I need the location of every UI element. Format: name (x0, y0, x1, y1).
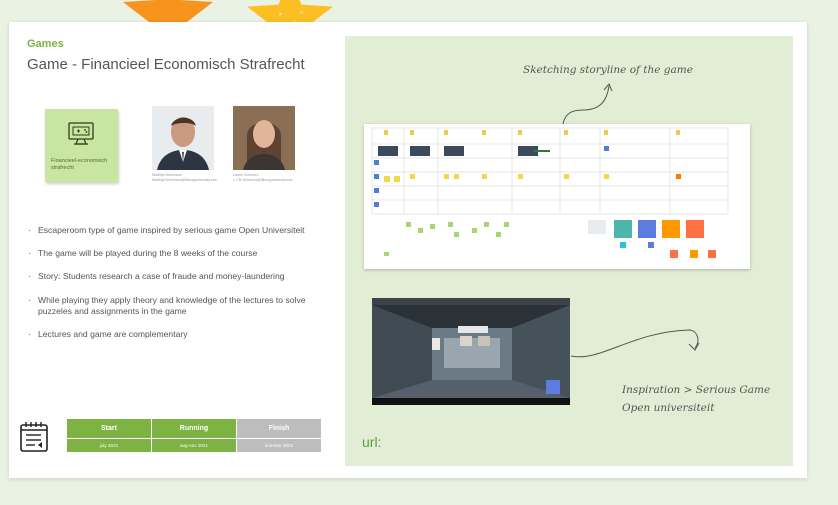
list-item: Escaperoom type of game inspired by seri… (27, 224, 327, 237)
inspiration-line-1: Inspiration > Serious Game (622, 384, 771, 396)
timeline-phase-finish: Finish (237, 419, 321, 438)
timeline-date-running: aug-nov 2021 (152, 439, 236, 452)
section-label: Games (27, 38, 64, 50)
list-item: Lectures and game are complementary (27, 328, 327, 341)
person-caption: Laurie Schreurs L.J.M.Schreurs@tilburgun… (233, 173, 303, 182)
person-photo (233, 106, 295, 170)
sticky-note: Financieel-economisch strafrecht (45, 109, 118, 182)
timeline-phase-running: Running (152, 419, 236, 438)
person-email: L.J.M.Schreurs@tilburguniversity.edu (233, 177, 293, 182)
list-item: While playing they apply theory and know… (27, 294, 327, 317)
star-icon (123, 0, 213, 40)
list-item: The game will be played during the 8 wee… (27, 247, 327, 260)
computer-game-icon (68, 122, 94, 145)
list-item: Story: Students research a case of fraud… (27, 270, 327, 283)
game-screenshot-image[interactable] (372, 298, 570, 405)
bullet-list: Escaperoom type of game inspired by seri… (27, 224, 327, 352)
storyline-board-image (364, 124, 750, 269)
person-name: Matthijs Nelemans (152, 173, 182, 177)
slide: Games Game - Financieel Economisch Straf… (9, 22, 807, 478)
timeline-phase-start: Start (67, 419, 151, 438)
inspiration-annotation: Inspiration > Serious Game Open universi… (622, 382, 770, 418)
arrow-icon (562, 83, 613, 125)
sticky-note-text: Financieel-economisch strafrecht (51, 158, 108, 171)
timeline-date-start: july 2021 (67, 439, 151, 452)
arrow-icon (570, 329, 700, 358)
sketch-annotation: Sketching storyline of the game (523, 64, 693, 76)
page-title: Game - Financieel Economisch Strafrecht (27, 56, 305, 73)
person-caption: Matthijs Nelemans Matthijs.Nelemans@tilb… (152, 173, 222, 182)
inspiration-line-2: Open universiteit (622, 401, 715, 414)
url-label: url: (362, 434, 382, 450)
right-panel: Sketching storyline of the game (345, 36, 793, 466)
calendar-list-icon (20, 422, 48, 452)
person-photo (152, 106, 214, 170)
person-name: Laurie Schreurs (233, 173, 259, 177)
timeline-date-finish: summer 2022 (237, 439, 321, 452)
timeline: Start Running Finish july 2021 aug-nov 2… (67, 419, 322, 452)
person-email: Matthijs.Nelemans@tilburguniversity.edu (152, 177, 217, 182)
